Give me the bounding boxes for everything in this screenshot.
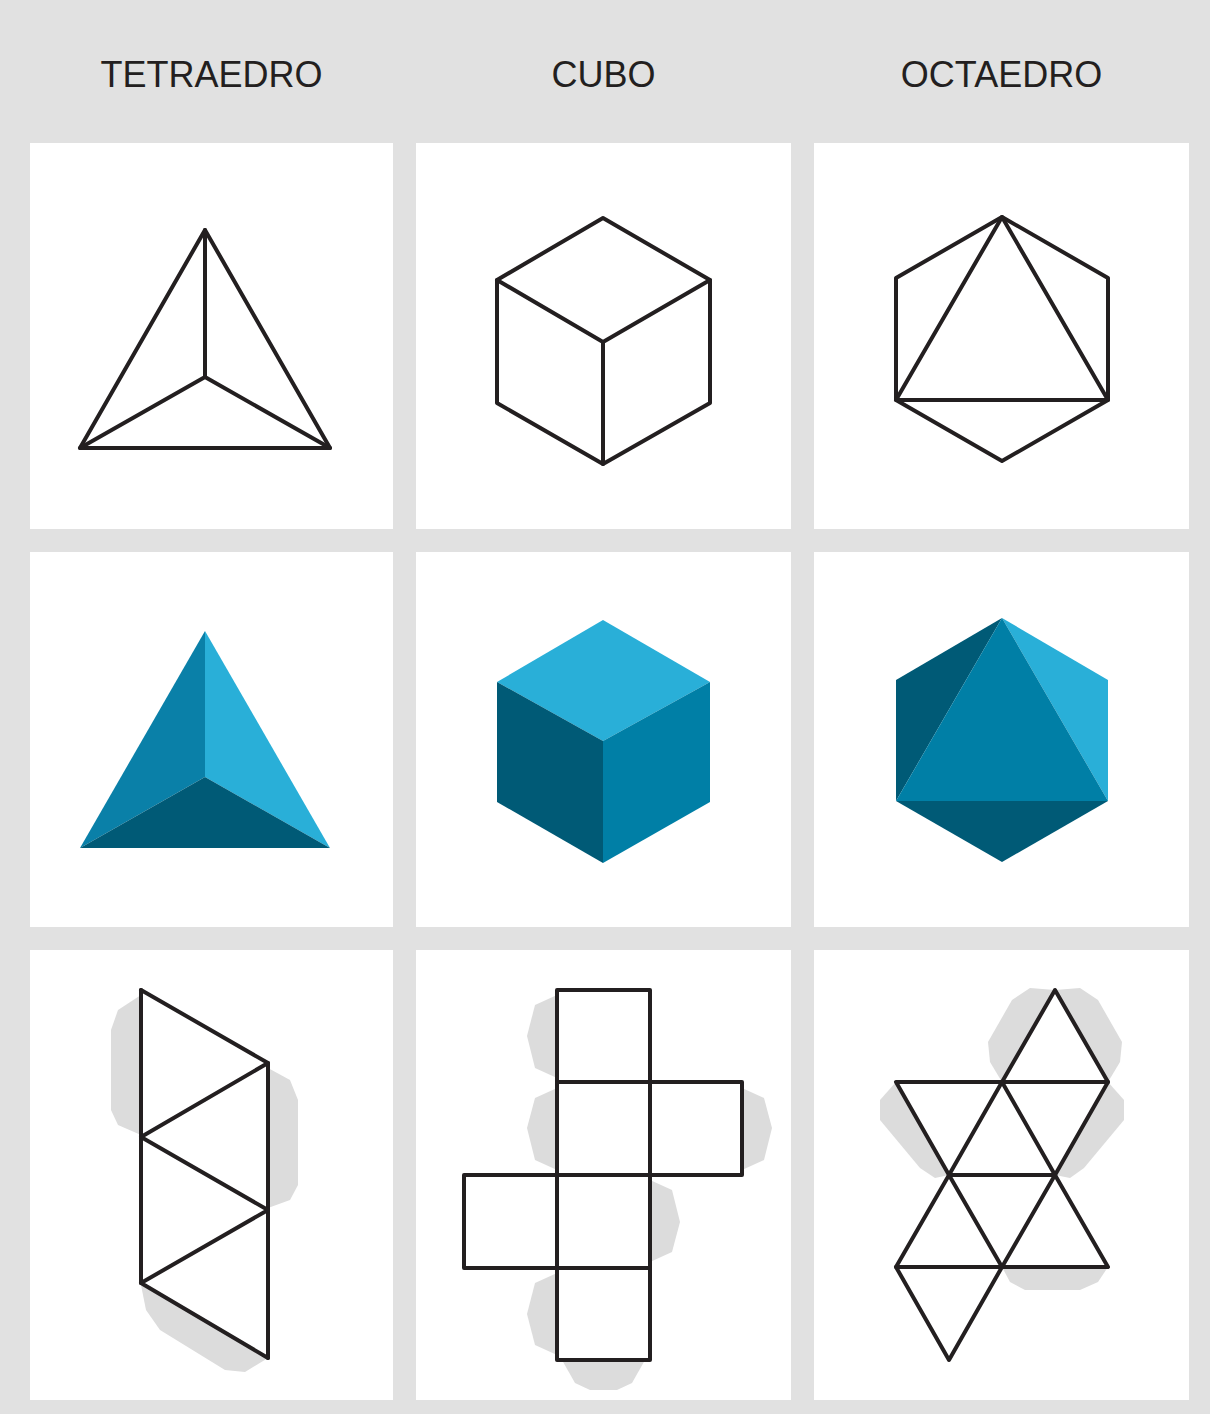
nets [141, 990, 1108, 1360]
glue-tabs [111, 988, 1124, 1390]
column-heading: OCTAEDRO [814, 55, 1189, 95]
column-heading: CUBO [416, 55, 791, 95]
shaded-solids [80, 618, 1108, 863]
cells [30, 143, 1189, 1400]
column-heading: TETRAEDRO [30, 55, 393, 95]
wireframes [80, 217, 1108, 464]
